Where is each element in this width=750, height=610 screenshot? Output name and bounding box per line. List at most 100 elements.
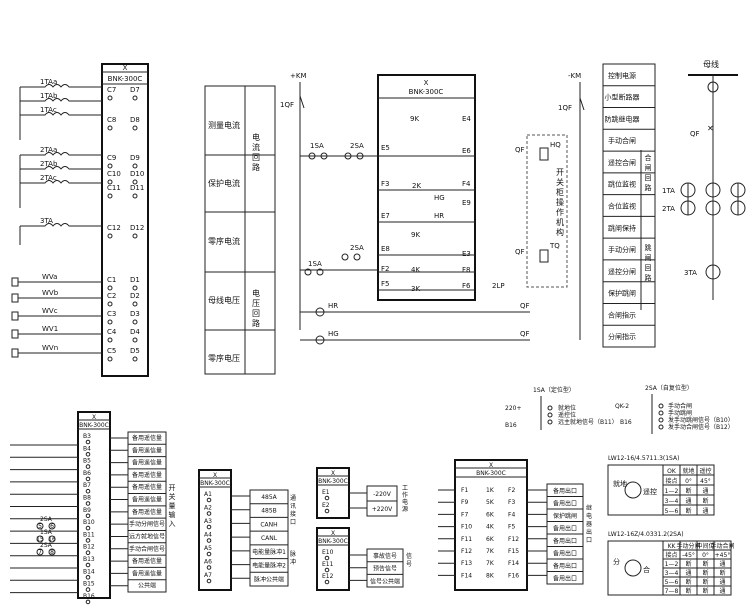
power-label: -220V bbox=[373, 491, 392, 498]
qf-trip-label: QF bbox=[515, 248, 525, 256]
terminal-label: B5 bbox=[83, 458, 91, 465]
binary-group-label: 关 bbox=[169, 492, 176, 501]
terminal-dot bbox=[107, 319, 113, 325]
vt-label: WV1 bbox=[42, 325, 58, 333]
binary-input-label: 手动分闸信号 bbox=[129, 520, 165, 528]
binary-input-label: 备用遥信量 bbox=[132, 508, 162, 516]
sa2-left: B16 bbox=[620, 419, 632, 426]
vt-label: WVb bbox=[42, 289, 59, 297]
relay-out-left: F14 bbox=[461, 572, 472, 579]
terminal-label: E2 bbox=[322, 502, 330, 509]
terminal-left: C9 bbox=[107, 154, 116, 162]
relay-label: 4K bbox=[411, 266, 420, 274]
ctrl-terminal-right: E9 bbox=[462, 199, 471, 207]
switch-table-cell: 通 bbox=[702, 507, 708, 515]
terminal-dot bbox=[132, 193, 138, 199]
vt-fuse bbox=[11, 348, 19, 358]
terminal-dot bbox=[132, 95, 138, 101]
terminal-right: D9 bbox=[130, 154, 140, 162]
terminal-label: B12 bbox=[83, 544, 95, 551]
relay-out-coil: 5K bbox=[486, 499, 495, 506]
sa2-title: 2SA（自复位型） bbox=[645, 384, 693, 392]
switch-table-cell: 通 bbox=[685, 569, 691, 577]
vt-label: WVc bbox=[42, 307, 58, 315]
relay-terminal-block-analog: X BNK-300C bbox=[101, 63, 149, 377]
power-group: 工 bbox=[402, 485, 408, 492]
operating-mechanism-label-char: 构 bbox=[556, 227, 564, 237]
sa1-row: 远主就地信号（B11） bbox=[558, 418, 618, 426]
switch-table-cell: 中间位 bbox=[696, 542, 714, 550]
switch-table-cell: 断 bbox=[719, 569, 725, 577]
switch-pos-left: 分 bbox=[613, 557, 620, 566]
terminal-label: E1 bbox=[322, 489, 330, 496]
qf-cross-icon: ✕ bbox=[707, 124, 714, 133]
operating-mechanism-label-char: 作 bbox=[556, 207, 564, 217]
power-group: 源 bbox=[402, 505, 408, 513]
terminal-right: D2 bbox=[130, 292, 140, 300]
terminal-right: D8 bbox=[130, 116, 140, 124]
sa1-left: 220+ bbox=[505, 405, 521, 412]
relay-out-coil: 6K bbox=[486, 536, 495, 543]
pulse-group: 冲 bbox=[290, 558, 296, 566]
ct-winding bbox=[20, 152, 102, 156]
bi-2sa: 2SA bbox=[40, 516, 53, 523]
switch-table-cell: 手动分闸 bbox=[676, 542, 700, 550]
terminal-label: A7 bbox=[204, 572, 212, 579]
terminal-label: E10 bbox=[322, 549, 334, 556]
terminal-label: B9 bbox=[83, 507, 91, 514]
terminal-dot bbox=[132, 125, 138, 131]
relay-out-coil: 7K bbox=[486, 548, 495, 555]
comm-group: 通 bbox=[290, 494, 296, 502]
relay-out-label: 备用出口 bbox=[553, 550, 577, 558]
relay-out-label: 备用出口 bbox=[553, 575, 577, 583]
ct1-label: 1TA bbox=[662, 187, 675, 195]
group-close-label-char: 回 bbox=[645, 174, 652, 182]
bi-1sa-cell: 15 bbox=[36, 536, 44, 543]
fn-zero-current: 零序电流 bbox=[208, 236, 240, 246]
comm-label: 电能量脉冲1 bbox=[252, 548, 286, 556]
terminal-right: D10 bbox=[130, 170, 144, 178]
pulse-group: 脉 bbox=[290, 550, 296, 558]
relay-out-group: 电 bbox=[586, 512, 592, 520]
sa1-title: 1SA（定位型） bbox=[533, 386, 575, 394]
group-current-label-char: 回 bbox=[252, 153, 260, 162]
terminal-left: C7 bbox=[107, 86, 116, 94]
relay-out-coil: 1K bbox=[486, 487, 495, 494]
relay-out-right: F14 bbox=[508, 560, 519, 567]
terminal-block-label: X bbox=[123, 64, 128, 72]
svg-text:BNK-300C: BNK-300C bbox=[318, 538, 348, 545]
binary-input-block: XBNK-300CB3B4B5B6B7B8B9B10B11B12B13B14B1… bbox=[77, 411, 111, 605]
sa2-left: QK-2 bbox=[615, 403, 629, 410]
group-current-label-char: 路 bbox=[252, 162, 260, 172]
operating-mechanism-label-char: 机 bbox=[556, 217, 564, 227]
sa1-row: 就地位 bbox=[558, 404, 576, 412]
control-circuit: X BNK-300C +KM -KM 1QF 1QF 1SA 2SA 1SA 2… bbox=[280, 72, 585, 345]
terminal-label: A4 bbox=[204, 532, 212, 539]
terminal-label: A3 bbox=[204, 518, 212, 525]
function-table: 控制电源小型断路器防跳继电器手动合闸遥控合闸跳位监视合位监视跳闸保持手动分闸遥控… bbox=[602, 63, 656, 348]
terminal-label: B14 bbox=[83, 568, 95, 575]
terminal-label: B15 bbox=[83, 581, 95, 588]
svg-text:BNK-300C: BNK-300C bbox=[318, 478, 348, 485]
comm-group: 讯 bbox=[290, 502, 296, 510]
ctrl-terminal-right: F4 bbox=[462, 180, 471, 188]
function-row: 遥控分闸 bbox=[608, 267, 636, 276]
terminal-dot bbox=[107, 233, 113, 239]
function-row: 手动分闸 bbox=[608, 245, 636, 254]
qf-close-label: QF bbox=[515, 146, 525, 154]
ctrl-block-label: X bbox=[424, 79, 429, 87]
operating-mechanism-label-char: 柜 bbox=[556, 187, 564, 197]
svg-text:X: X bbox=[213, 472, 217, 479]
switch-table-cell: 断 bbox=[685, 587, 691, 595]
terminal-left: C12 bbox=[107, 224, 121, 232]
ct2-label: 2TA bbox=[662, 205, 675, 213]
terminal-dot bbox=[107, 301, 113, 307]
switch-table-cell: 接点 bbox=[665, 551, 677, 559]
ctrl-terminal-right: E6 bbox=[462, 147, 471, 155]
relay-out-left: F1 bbox=[461, 487, 468, 494]
sa2-row: 手动合闸 bbox=[668, 402, 692, 410]
ct-winding bbox=[20, 112, 102, 116]
switch-table-cell: 遥控 bbox=[699, 467, 711, 475]
switch-table-cell: OK bbox=[667, 468, 677, 475]
